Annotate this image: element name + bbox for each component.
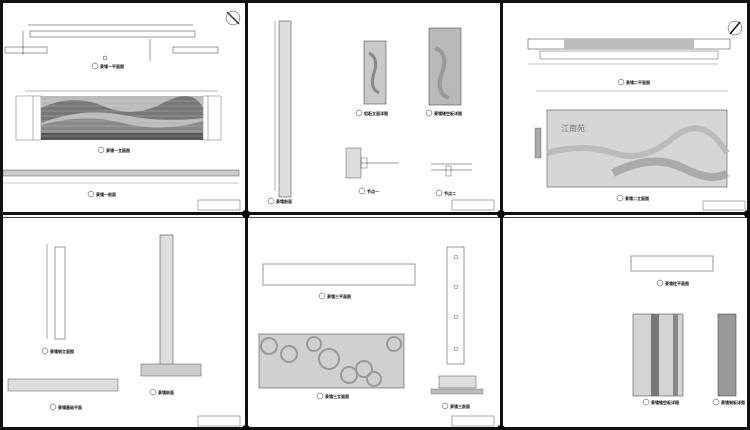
s2-title-5: 节点二 bbox=[444, 190, 456, 196]
s3-notes-box bbox=[702, 200, 746, 211]
junction-node bbox=[497, 210, 505, 218]
s6-title-3: 景墙侧板详图 bbox=[721, 399, 745, 405]
s3-title-2: 景墙二立面图 bbox=[625, 195, 649, 201]
sheet-6-drawing: 景墙柱平面图 景墙镂空板详图 景墙侧板详图 bbox=[630, 255, 745, 406]
s2-title-4: 节点一 bbox=[367, 188, 379, 194]
s1-title-3: 景墙一剖面 bbox=[96, 191, 116, 197]
sheet-5-drawing: 景墙三平面图 景墙三立面图 景墙三剖面 bbox=[258, 246, 495, 427]
sheet-4: 景墙侧立面图 景墙剖面 景墙基础平面 bbox=[3, 219, 243, 427]
middle-border-inner bbox=[0, 217, 750, 218]
s1-title-2: 景墙一立面图 bbox=[106, 147, 130, 153]
junction-node bbox=[242, 425, 250, 430]
s4-notes-box bbox=[197, 415, 241, 427]
s1-notes-box bbox=[197, 199, 241, 211]
top-border bbox=[0, 0, 750, 3]
s4-title-3: 景墙基础平面 bbox=[58, 404, 82, 410]
sheet-4-drawing: 景墙侧立面图 景墙剖面 景墙基础平面 bbox=[7, 234, 241, 427]
junction-node bbox=[497, 425, 505, 430]
junction-node bbox=[744, 210, 750, 218]
s3-sign-text: 江南苑 bbox=[561, 123, 585, 133]
s5-notes-box bbox=[451, 415, 495, 427]
bottom-border bbox=[0, 427, 750, 430]
sheet-3: 景墙二平面图 江南苑 景墙二立面图 bbox=[503, 3, 747, 211]
left-border bbox=[0, 0, 3, 430]
sheet-2-drawing: 景墙剖面 铝板立面详图 景墙镂空板详图 节点一 节点二 bbox=[267, 20, 495, 211]
s2-title-2: 铝板立面详图 bbox=[364, 110, 388, 116]
s1-title-1: 景墙一平面图 bbox=[100, 63, 124, 69]
s5-title-1: 景墙三平面图 bbox=[327, 293, 351, 299]
s2-notes-box bbox=[451, 199, 495, 211]
s6-perforated-panel-2 bbox=[717, 313, 737, 397]
sheet-3-drawing: 景墙二平面图 江南苑 景墙二立面图 bbox=[527, 20, 746, 211]
junction-node bbox=[242, 210, 250, 218]
s6-title-2: 景墙镂空板详图 bbox=[651, 399, 679, 405]
s4-title-1: 景墙侧立面图 bbox=[50, 348, 74, 354]
s3-title-1: 景墙二平面图 bbox=[626, 79, 650, 85]
s4-title-2: 景墙剖面 bbox=[158, 389, 174, 395]
sheet-2: 景墙剖面 铝板立面详图 景墙镂空板详图 节点一 节点二 bbox=[249, 3, 497, 211]
s2-title-3: 景墙镂空板详图 bbox=[434, 110, 462, 116]
s5-circle-pattern-panel bbox=[258, 333, 405, 389]
s2-title-1: 景墙剖面 bbox=[276, 198, 292, 204]
s6-title-1: 景墙柱平面图 bbox=[665, 280, 689, 286]
middle-border bbox=[0, 212, 750, 215]
sheet-1: 景墙一平面图 景墙一立面图 bbox=[3, 3, 243, 211]
sheet-1-drawing: 景墙一平面图 景墙一立面图 bbox=[3, 10, 241, 211]
sheet-5: 景墙三平面图 景墙三立面图 景墙三剖面 bbox=[249, 219, 497, 427]
s5-title-3: 景墙三剖面 bbox=[450, 403, 470, 409]
s5-title-2: 景墙三立面图 bbox=[325, 393, 349, 399]
sheet-6: 景墙柱平面图 景墙镂空板详图 景墙侧板详图 bbox=[503, 219, 747, 427]
